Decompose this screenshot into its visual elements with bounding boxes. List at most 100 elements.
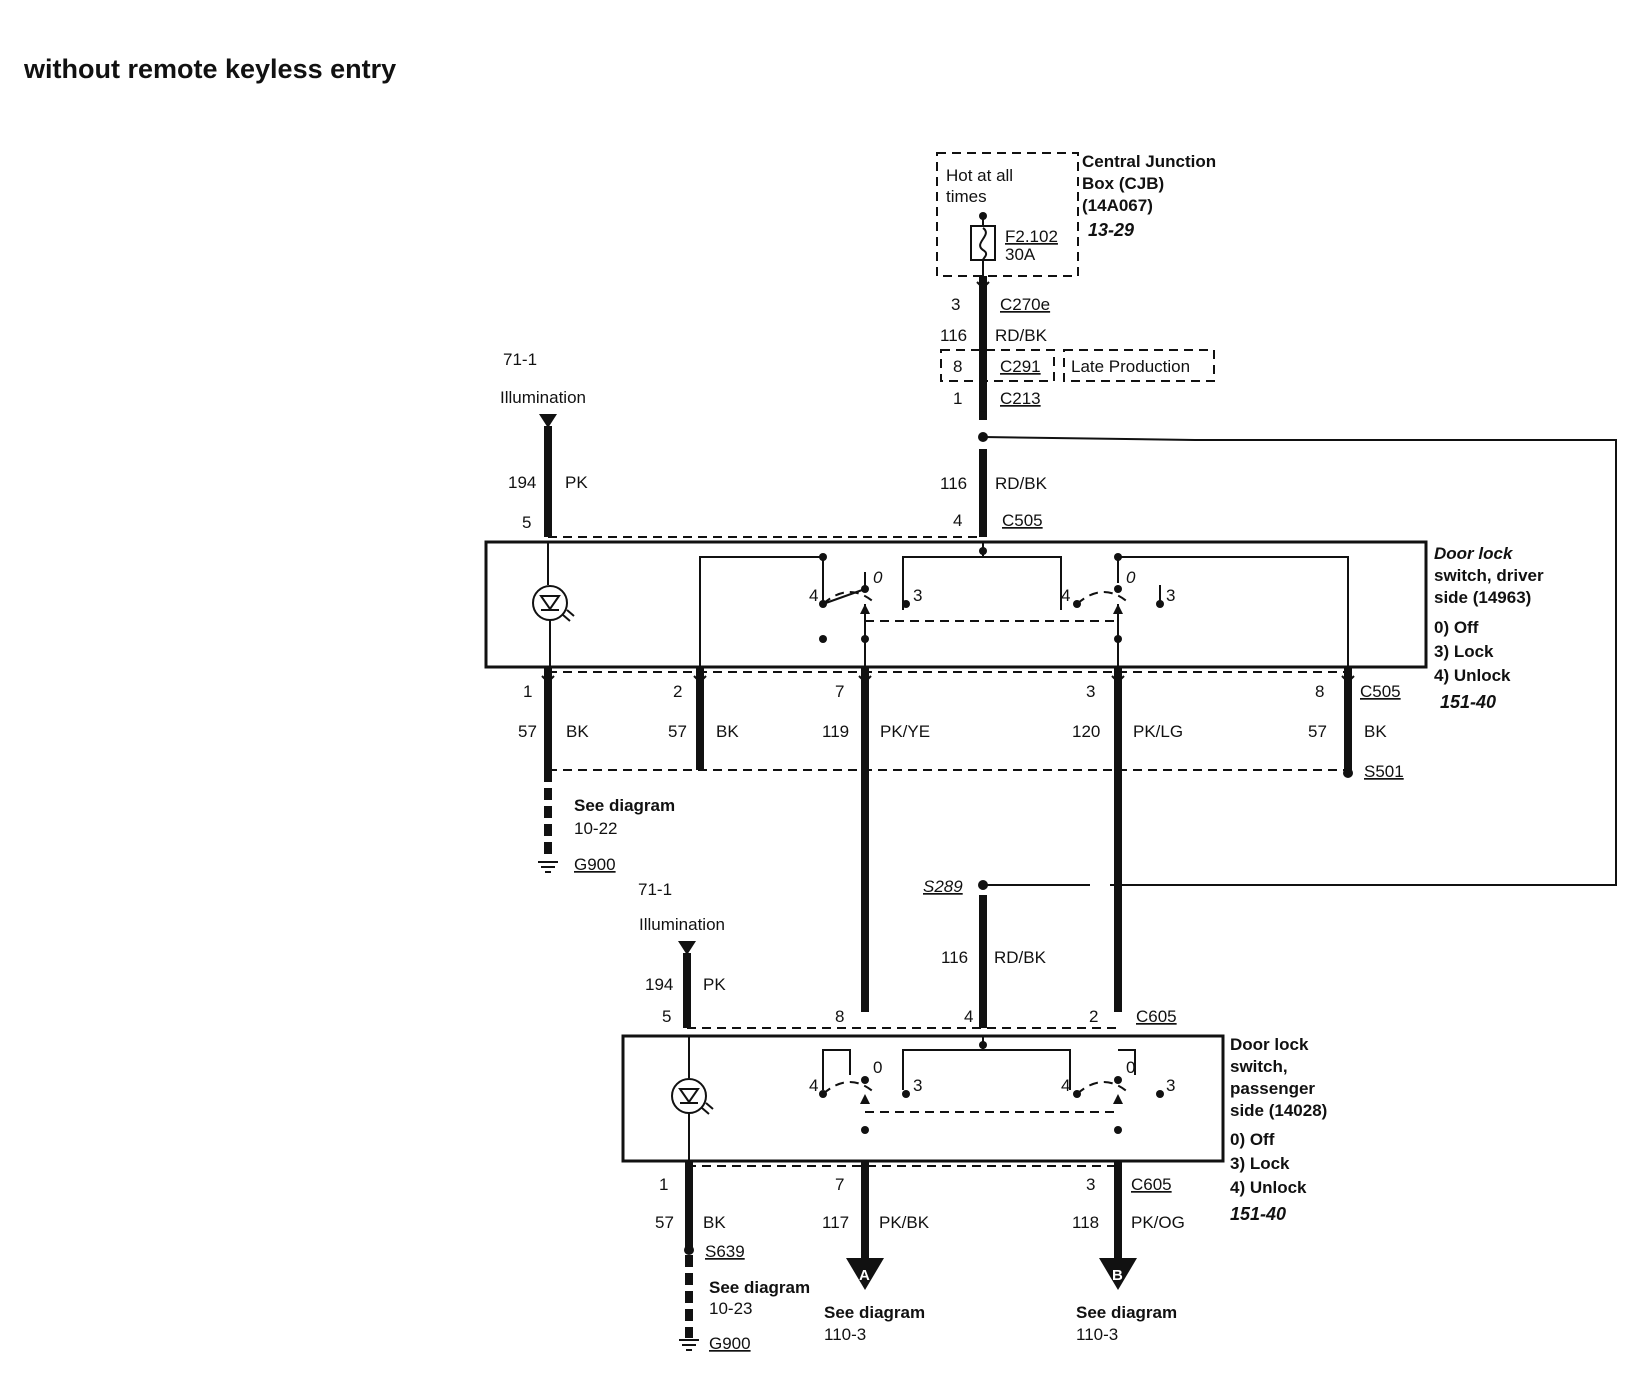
feed-wire-group: 3 C270e 116 RD/BK 8 C291 Late Production… <box>940 276 1617 886</box>
cjb-ref: 13-29 <box>1088 220 1134 240</box>
driver-out-color-7: PK/YE <box>880 722 930 741</box>
feed-circuit: 116 <box>940 326 967 345</box>
passenger-out-circuit-3: 118 <box>1072 1213 1099 1232</box>
illum1-label: Illumination <box>500 388 586 407</box>
arrow-a-ref: 110-3 <box>824 1325 866 1344</box>
driver-out-color-8: BK <box>1364 722 1387 741</box>
driver-out-pin-2: 2 <box>673 682 682 701</box>
c213-pin: 1 <box>953 389 962 408</box>
illum1-arrow-icon <box>539 414 557 428</box>
illumination-2: 71-1 Illumination 194 PK 5 <box>638 880 726 1028</box>
ground1-see: See diagram <box>574 796 675 815</box>
passenger-in-connector: C605 <box>1136 1007 1177 1026</box>
passenger-outputs: 1 7 3 C605 57 BK 117 PK/BK 118 PK/OG S63… <box>655 1161 1185 1261</box>
c270e-connector: C270e <box>1000 295 1050 314</box>
c291-dashed-box <box>940 349 1055 382</box>
illum2-arrow-icon <box>678 941 696 955</box>
driver-mode-unlock: 4) Unlock <box>1434 666 1511 685</box>
driver-outputs: 1 2 7 3 8 C505 57 BK 57 BK 119 PK/YE 120… <box>518 667 1404 1012</box>
driver-switch-label-1: Door lock <box>1434 544 1514 563</box>
driver-switch: 4 0 3 4 0 3 Door lock switch, driver sid… <box>484 536 1544 712</box>
arrow-a-icon <box>846 1258 884 1290</box>
passenger-out-color-7: PK/BK <box>879 1213 930 1232</box>
central-junction-box: Hot at all times F2.102 30A Central Junc… <box>936 152 1216 277</box>
passenger-switch: 8 4 2 C605 4 0 3 4 0 3 <box>621 1007 1327 1224</box>
c270e-pin: 3 <box>951 295 960 314</box>
passenger-switch-label-3: passenger <box>1230 1079 1315 1098</box>
driver-out-connector: C505 <box>1360 682 1401 701</box>
driver-out-circuit-8: 57 <box>1308 722 1327 741</box>
driver-out-color-1: BK <box>566 722 589 741</box>
passenger-switch-label-1: Door lock <box>1230 1035 1309 1054</box>
passenger-out-connector: C605 <box>1131 1175 1172 1194</box>
ground1-icon <box>538 861 558 873</box>
fuse-amps: 30A <box>1005 245 1036 264</box>
driver-out-circuit-2: 57 <box>668 722 687 741</box>
driver-right-pos3: 3 <box>1166 586 1175 605</box>
cjb-label-line-2: Box (CJB) <box>1082 174 1164 193</box>
arrow-a-letter: A <box>859 1267 870 1284</box>
driver-switch-ref: 151-40 <box>1440 692 1496 712</box>
driver-out-color-2: BK <box>716 722 739 741</box>
ground1-ref: 10-22 <box>574 819 617 838</box>
illum2-ref: 71-1 <box>638 880 672 899</box>
c291-pin: 8 <box>953 357 962 376</box>
late-production-label: Late Production <box>1071 357 1190 376</box>
arrow-a-see: See diagram <box>824 1303 925 1322</box>
ground-2: See diagram 10-23 G900 <box>679 1255 810 1353</box>
c505-in-connector: C505 <box>1002 511 1043 530</box>
illum1-pin: 5 <box>522 513 531 532</box>
driver-right-pos0: 0 <box>1126 568 1136 587</box>
driver-left-pos3: 3 <box>913 586 922 605</box>
passenger-lamp-icon <box>671 1078 707 1114</box>
passenger-in-pin-4: 4 <box>964 1007 973 1026</box>
driver-out-pin-1: 1 <box>523 682 532 701</box>
c291-connector: C291 <box>1000 357 1041 376</box>
driver-switch-label-3: side (14963) <box>1434 588 1531 607</box>
driver-left-pos0: 0 <box>873 568 883 587</box>
driver-switch-label-2: switch, driver <box>1434 566 1544 585</box>
driver-left-pos4: 4 <box>809 586 818 605</box>
arrow-b-ref: 110-3 <box>1076 1325 1118 1344</box>
c213-connector: C213 <box>1000 389 1041 408</box>
s289-label: S289 <box>923 877 963 896</box>
driver-switch-body <box>484 540 1428 669</box>
illum1-circuit: 194 <box>508 473 536 492</box>
c505-in-pin: 4 <box>953 511 962 530</box>
ground2-icon <box>679 1339 699 1351</box>
passenger-out-color-3: PK/OG <box>1131 1213 1185 1232</box>
feed-loop-wire <box>982 436 1617 886</box>
passenger-mode-lock: 3) Lock <box>1230 1154 1290 1173</box>
arrow-a-group: A See diagram 110-3 <box>824 1258 925 1344</box>
feed-color: RD/BK <box>995 326 1048 345</box>
passenger-out-pin-7: 7 <box>835 1175 844 1194</box>
driver-out-pin-8: 8 <box>1315 682 1324 701</box>
passenger-splice: S639 <box>705 1242 745 1261</box>
late-production-box <box>1063 349 1215 382</box>
s289-color: RD/BK <box>994 948 1047 967</box>
passenger-left-pos3: 3 <box>913 1076 922 1095</box>
driver-lamp-icon <box>532 585 568 621</box>
feed-circuit-2: 116 <box>940 474 967 493</box>
passenger-out-color-1: BK <box>703 1213 726 1232</box>
passenger-in-pin-8: 8 <box>835 1007 844 1026</box>
fuse-id: F2.102 <box>1005 227 1058 246</box>
cjb-hot-line-1: Hot at all <box>946 166 1013 185</box>
driver-out-color-3: PK/LG <box>1133 722 1183 741</box>
passenger-right-pos0: 0 <box>1126 1058 1135 1077</box>
passenger-switch-body <box>621 1034 1225 1163</box>
passenger-left-pos4: 4 <box>809 1076 818 1095</box>
driver-out-circuit-3: 120 <box>1072 722 1100 741</box>
passenger-switch-label-4: side (14028) <box>1230 1101 1327 1120</box>
cjb-dashed-outline <box>936 152 1079 277</box>
ground2-ref: 10-23 <box>709 1299 752 1318</box>
driver-out-pin-7: 7 <box>835 682 844 701</box>
driver-out-circuit-7: 119 <box>822 722 849 741</box>
passenger-right-pos4: 4 <box>1061 1076 1070 1095</box>
illum1-ref: 71-1 <box>503 350 537 369</box>
driver-mode-lock: 3) Lock <box>1434 642 1494 661</box>
fuse-icon <box>970 225 996 261</box>
passenger-out-pin-1: 1 <box>659 1175 668 1194</box>
cjb-label-line-1: Central Junction <box>1082 152 1216 171</box>
